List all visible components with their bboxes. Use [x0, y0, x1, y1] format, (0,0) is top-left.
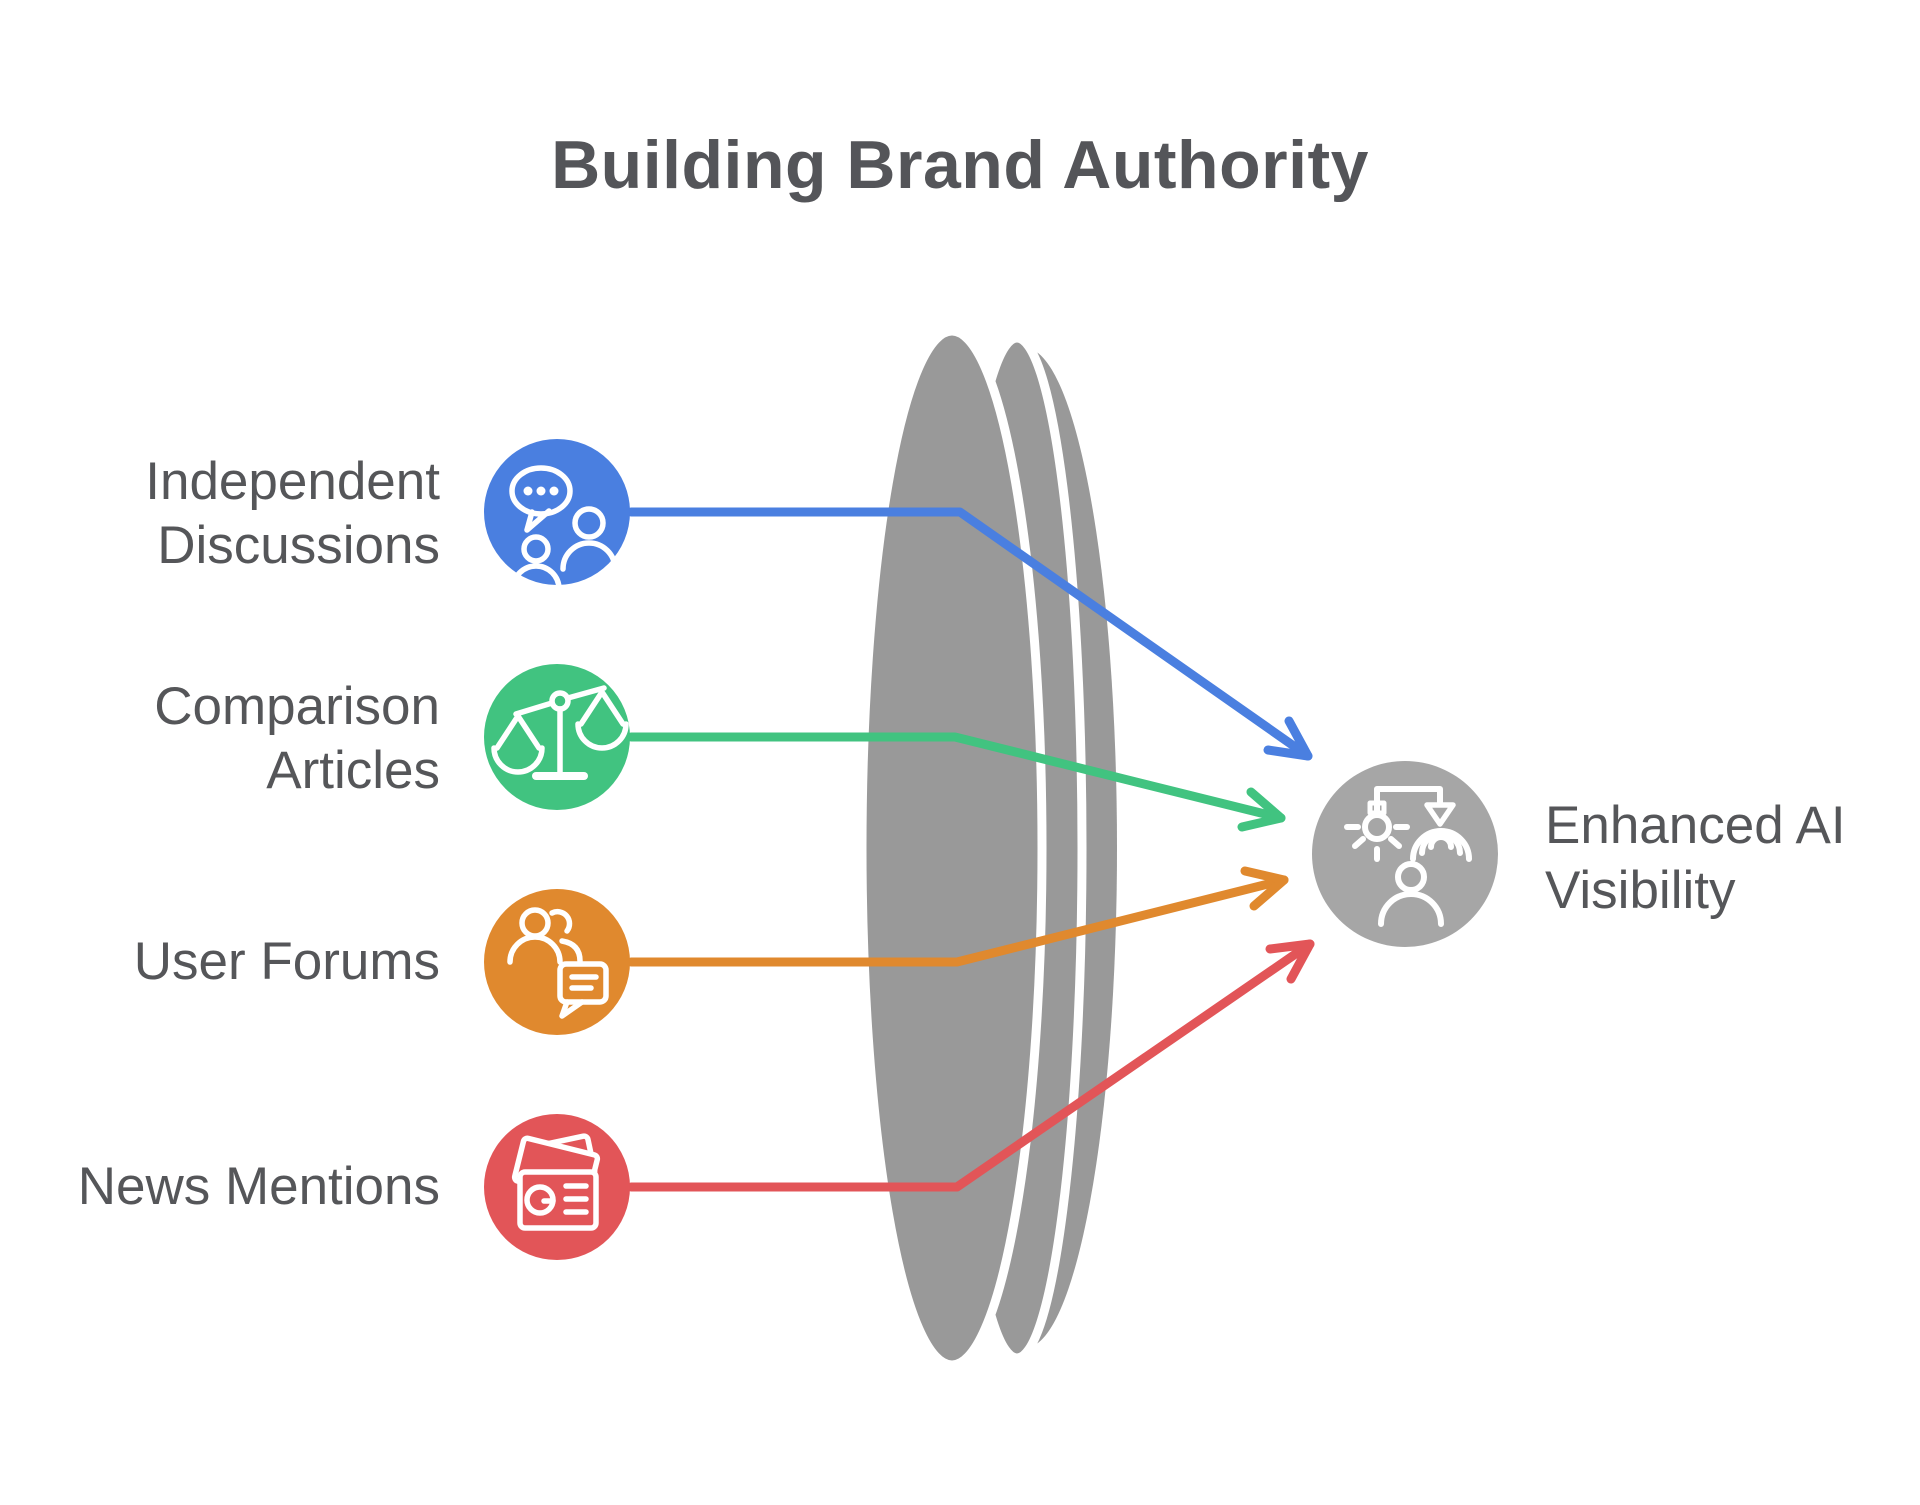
ai-visibility-icon [1344, 786, 1472, 927]
arrowhead-icon [1265, 939, 1315, 984]
outcome-node-enhanced-ai-visibility [1312, 761, 1498, 947]
arrow-shaft [626, 875, 1289, 967]
chat-people-icon [509, 465, 618, 592]
source-node-user-forums [484, 889, 630, 1035]
arrowhead-icon [1240, 866, 1289, 911]
source-node-news-mentions [484, 1114, 630, 1260]
page-title: Building Brand Authority [551, 127, 1369, 203]
label-independent-discussions: Independent Discussions [145, 452, 440, 575]
source-node-comparison-articles [484, 664, 630, 810]
lens-front-slice [857, 326, 1047, 1370]
balance-scale-icon [491, 685, 629, 780]
arrow-user-forums [626, 866, 1289, 967]
label-comparison-articles: Comparison Articles [154, 677, 440, 800]
label-user-forums: User Forums [133, 932, 440, 991]
label-news-mentions: News Mentions [77, 1157, 440, 1216]
arrowhead-icon [1263, 716, 1313, 761]
funnel-lens [857, 326, 1117, 1370]
label-enhanced-ai-visibility: Enhanced AI Visibility [1545, 796, 1846, 920]
arrow-comparison-articles [626, 732, 1286, 832]
forum-users-icon [507, 907, 609, 1019]
arrow-independent-discussions [626, 507, 1313, 761]
arrow-shaft [626, 939, 1315, 1192]
arrowhead-icon [1237, 787, 1286, 832]
news-icon [511, 1133, 601, 1231]
arrow-shaft [626, 507, 1313, 761]
arrow-shaft [626, 732, 1286, 823]
arrow-news-mentions [626, 939, 1315, 1192]
source-node-independent-discussions [484, 439, 630, 592]
